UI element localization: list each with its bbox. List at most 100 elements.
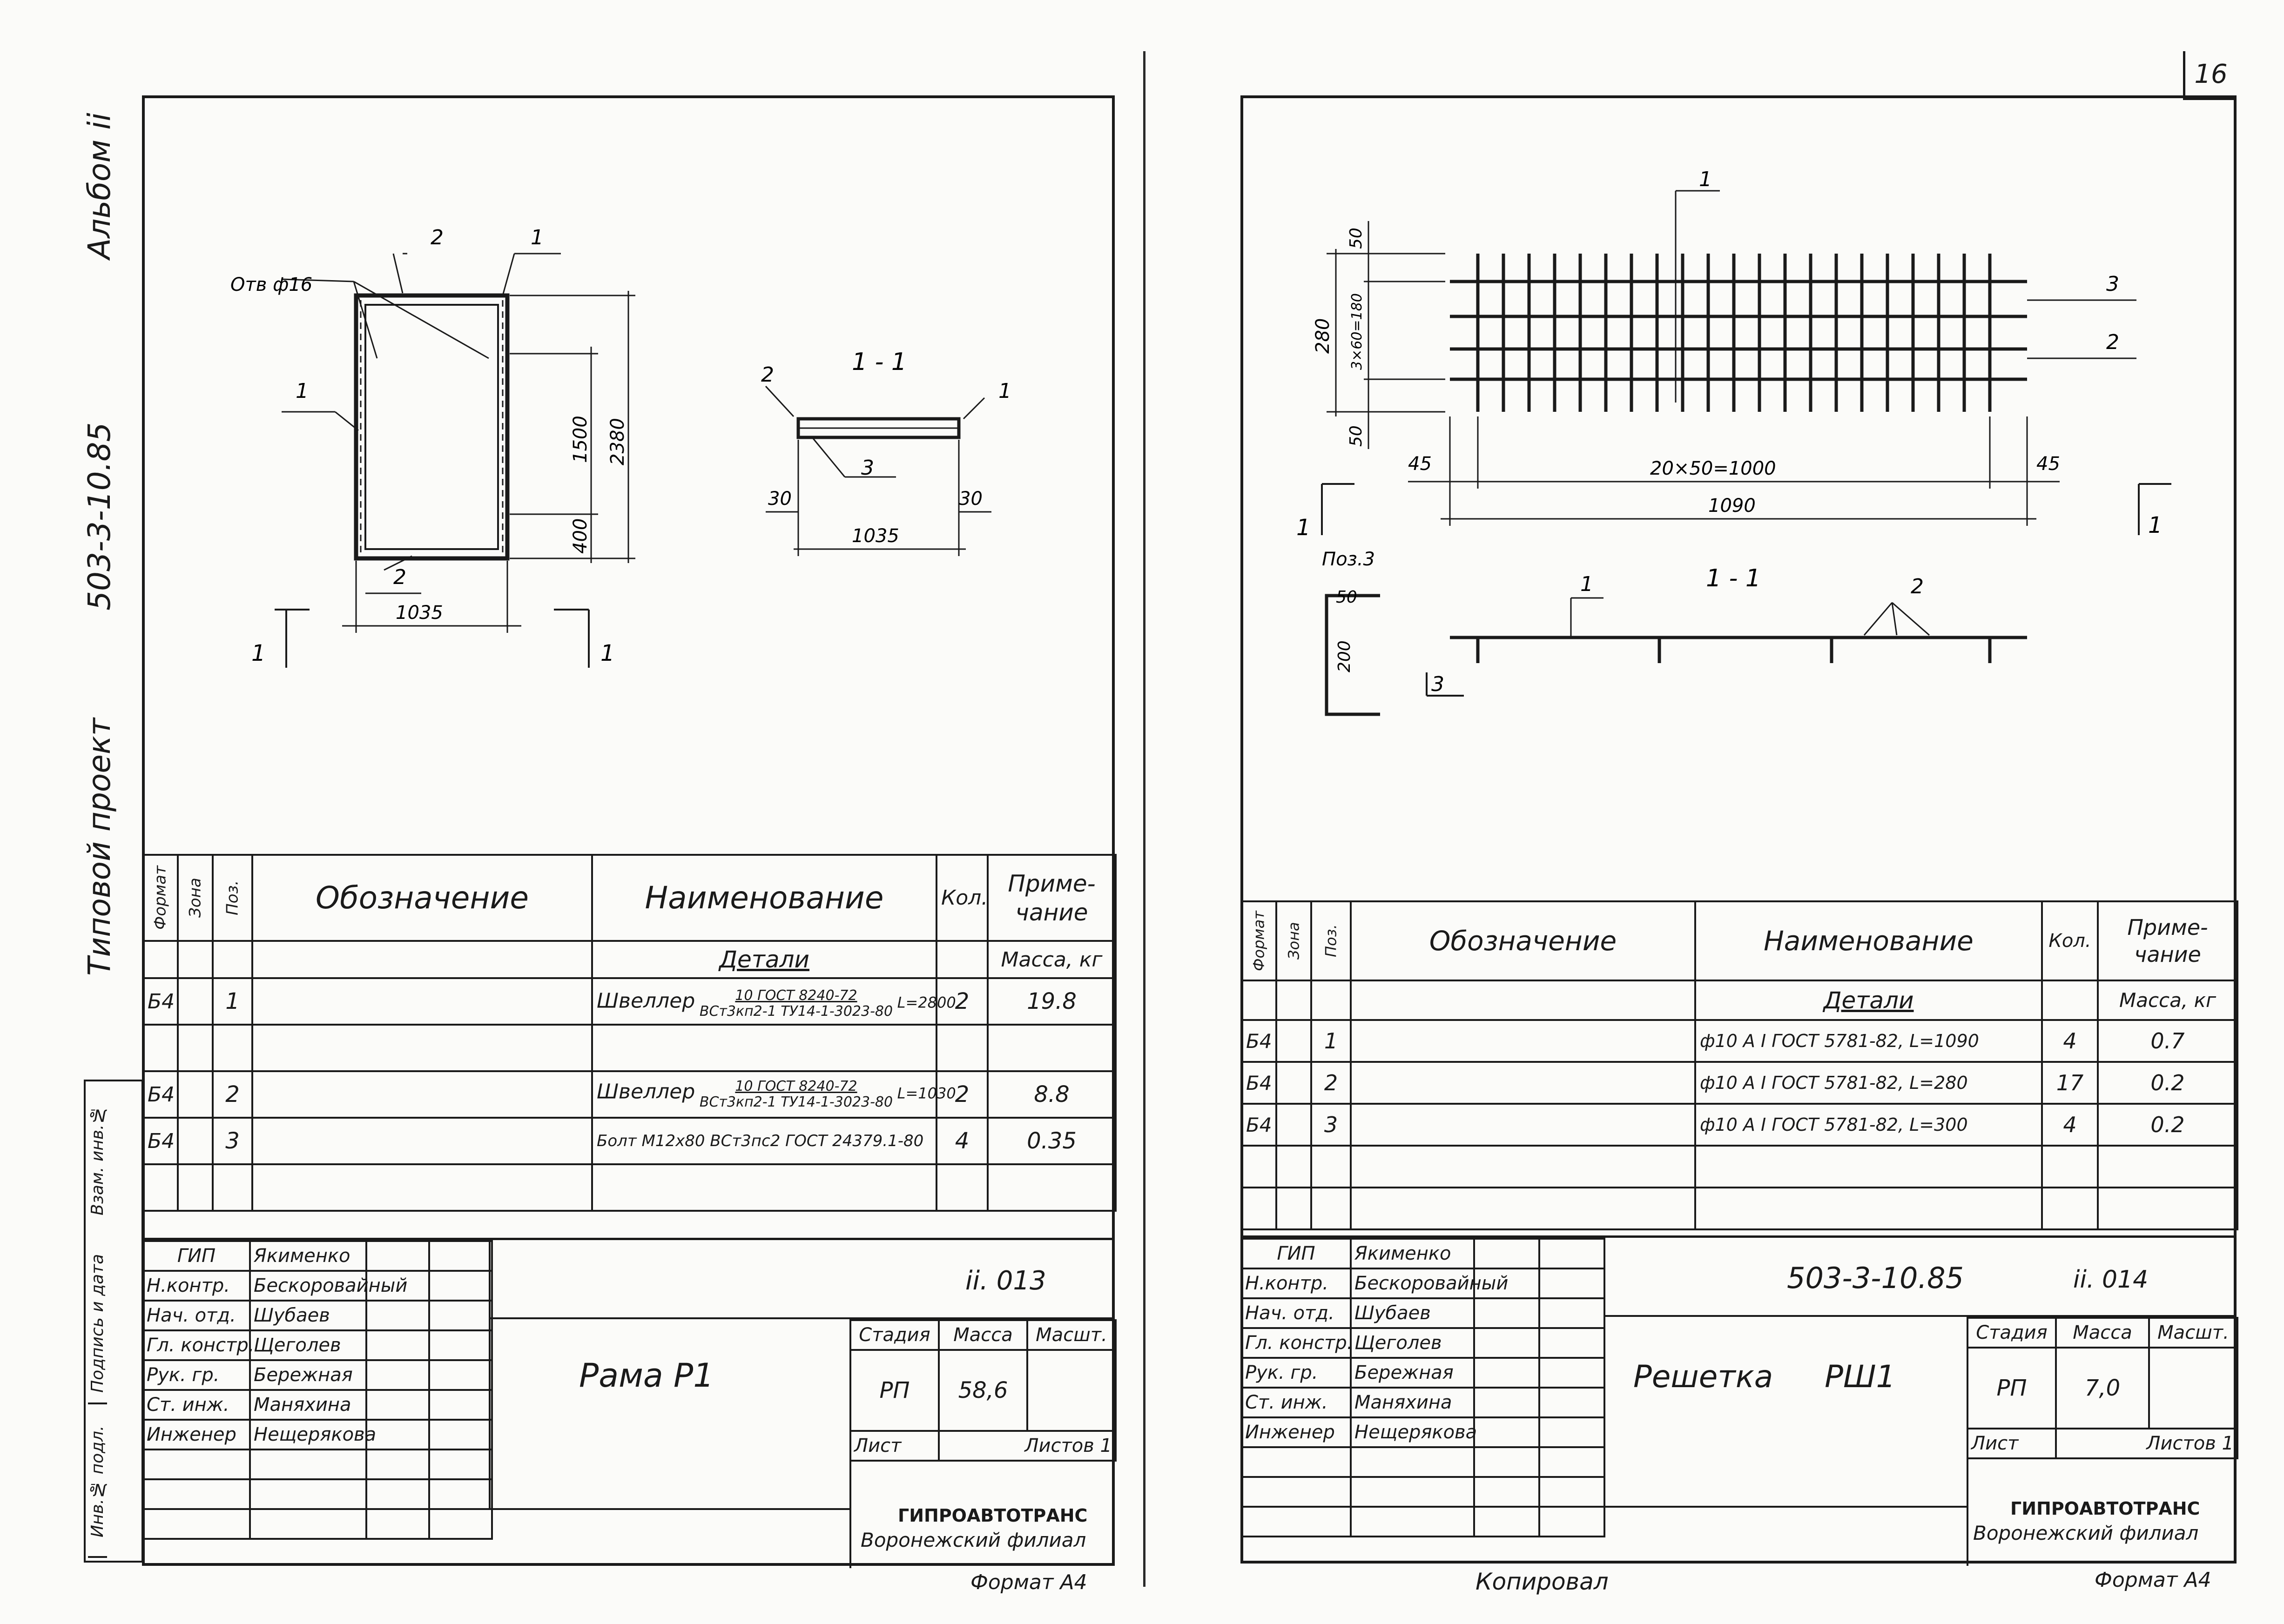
side-field-3: Инв.№ подл. bbox=[88, 1407, 107, 1558]
dim-30b: 30 bbox=[959, 488, 983, 510]
dim-inner: 20×50=1000 bbox=[1650, 458, 1776, 479]
dim-400: 400 bbox=[570, 518, 591, 554]
sheet-label: Лист bbox=[849, 1430, 940, 1462]
table-row: Б4 1 ф10 А I ГОСТ 5781-82, L=1090 4 0.7 bbox=[1240, 1019, 2238, 1063]
row1-format: Б4 bbox=[142, 977, 179, 1026]
r-row3-mass: 0.2 bbox=[2097, 1103, 2238, 1147]
section-mark-a: 1 bbox=[251, 640, 266, 666]
section-pos2: 2 bbox=[761, 363, 774, 387]
name-2: Бескоровайный bbox=[249, 1270, 407, 1302]
r-row2-qty: 17 bbox=[2041, 1061, 2099, 1105]
left-pos1-side: 1 bbox=[296, 379, 309, 403]
r-row1-pos: 1 bbox=[1310, 1019, 1352, 1063]
row2-mass: 8.8 bbox=[987, 1070, 1117, 1119]
section-title: Детали bbox=[591, 940, 937, 979]
dim-50b: 50 bbox=[1347, 425, 1366, 447]
r-row2-name: ф10 А I ГОСТ 5781-82, L=280 bbox=[1694, 1061, 2043, 1105]
right-section-mark-a: 1 bbox=[1296, 515, 1311, 541]
r-row1-format: Б4 bbox=[1240, 1019, 1277, 1063]
row2-qty: 2 bbox=[936, 1070, 989, 1119]
poz3-label: Поз.3 bbox=[1322, 549, 1375, 570]
r-hdr-note: Приме-чание bbox=[2097, 900, 2238, 981]
stage-value: РП bbox=[849, 1349, 940, 1432]
right-sheet-frame bbox=[1240, 95, 2237, 1564]
name-4: Щеголев bbox=[249, 1329, 367, 1361]
r-row3-name: ф10 А I ГОСТ 5781-82, L=300 bbox=[1694, 1103, 2043, 1147]
section-right-pos3: 3 bbox=[1431, 672, 1444, 696]
r-row1-name: ф10 А I ГОСТ 5781-82, L=1090 bbox=[1694, 1019, 2043, 1063]
r-row3-qty: 4 bbox=[2041, 1103, 2099, 1147]
dim-45a: 45 bbox=[1408, 453, 1432, 475]
r-hdr-name: Наименование bbox=[1694, 900, 2043, 981]
sheet-number: 16 bbox=[2194, 59, 2228, 89]
left-spec-table: Формат Зона Поз. Обозначение Наименовани… bbox=[142, 854, 1117, 1212]
section-pos3: 3 bbox=[861, 456, 874, 480]
role-5: Рук. гр. bbox=[142, 1359, 251, 1391]
row3-qty: 4 bbox=[936, 1117, 989, 1165]
left-pos2-bottom: 2 bbox=[393, 565, 406, 589]
dim-280: 280 bbox=[1312, 318, 1334, 354]
row3-format: Б4 bbox=[142, 1117, 179, 1165]
right-pos2: 2 bbox=[2106, 330, 2119, 354]
right-org-2: Воронежский филиал bbox=[1973, 1522, 2199, 1544]
row1-name: Швеллер 10 ГОСТ 8240-72 ВСт3кп2-1 ТУ14-1… bbox=[591, 977, 956, 1026]
r-mass-header: Масса, кг bbox=[2097, 980, 2238, 1021]
row2-name: Швеллер 10 ГОСТ 8240-72 ВСт3кп2-1 ТУ14-1… bbox=[591, 1070, 956, 1119]
r-name-4: Щеголев bbox=[1350, 1327, 1475, 1359]
section-right-pos2: 2 bbox=[1911, 575, 1924, 598]
left-section-title: 1 - 1 bbox=[852, 348, 907, 376]
hdr-zone: Зона bbox=[178, 855, 213, 941]
name-7: Нещерякова bbox=[249, 1419, 376, 1450]
copied-label: Копировал bbox=[1476, 1568, 1609, 1595]
side-code: 503-3-10.85 bbox=[81, 422, 117, 611]
section-dim-width: 1035 bbox=[852, 525, 899, 547]
r-name-5: Бережная bbox=[1350, 1357, 1475, 1389]
r-hdr-pos: Поз. bbox=[1311, 901, 1351, 980]
right-pos1: 1 bbox=[1699, 168, 1712, 191]
right-pos3: 3 bbox=[2106, 272, 2119, 296]
dim-200: 200 bbox=[1335, 640, 1354, 672]
mass-label: Масса bbox=[938, 1319, 1028, 1351]
side-field-1: Взам. инв.№ bbox=[88, 1105, 107, 1216]
left-drawing: 1035 1500 2380 400 Отв ф16 2 1 1 2 1 1 1… bbox=[230, 226, 1011, 668]
stage-label: Стадия bbox=[849, 1319, 940, 1351]
left-org-2: Воронежский филиал bbox=[861, 1529, 1086, 1551]
r-stage-value: РП bbox=[1967, 1347, 2057, 1429]
right-item-name: Решетка РШ1 bbox=[1633, 1359, 1896, 1395]
r-row3-format: Б4 bbox=[1240, 1103, 1277, 1147]
row1-mass: 19.8 bbox=[987, 977, 1117, 1026]
right-spec-table: Формат Зона Поз. Обозначение Наименовани… bbox=[1240, 900, 2238, 1230]
section-pos1: 1 bbox=[998, 379, 1011, 403]
dim-45b: 45 bbox=[2036, 453, 2060, 475]
r-hdr-designation: Обозначение bbox=[1350, 900, 1696, 981]
name-5: Бережная bbox=[249, 1359, 367, 1391]
r-section-title: Детали bbox=[1694, 980, 2043, 1021]
r-role-5: Рук. гр. bbox=[1240, 1357, 1352, 1389]
section-mark-b: 1 bbox=[600, 640, 615, 666]
left-pos2-top: 2 bbox=[431, 226, 444, 249]
r-role-2: Н.контр. bbox=[1240, 1268, 1352, 1299]
right-doc-code: ii. 014 bbox=[2073, 1266, 2149, 1294]
role-7: Инженер bbox=[142, 1419, 251, 1450]
r-row2-mass: 0.2 bbox=[2097, 1061, 2238, 1105]
row1-pos: 1 bbox=[212, 977, 253, 1026]
right-section-title: 1 - 1 bbox=[1706, 564, 1761, 592]
hdr-note: Приме-чание bbox=[987, 854, 1117, 942]
mass-value: 58,6 bbox=[938, 1349, 1028, 1432]
row1-qty: 2 bbox=[936, 977, 989, 1026]
side-field-box: Взам. инв.№ Подпись и дата Инв.№ подл. bbox=[84, 1080, 143, 1563]
table-row: Б4 1 Швеллер 10 ГОСТ 8240-72 ВСт3кп2-1 Т… bbox=[142, 977, 1117, 1026]
role-6: Ст. инж. bbox=[142, 1389, 251, 1421]
role-3: Нач. отд. bbox=[142, 1300, 251, 1331]
hdr-designation: Обозначение bbox=[251, 854, 593, 942]
table-row: Б4 2 Швеллер 10 ГОСТ 8240-72 ВСт3кп2-1 Т… bbox=[142, 1070, 1117, 1119]
r-row1-qty: 4 bbox=[2041, 1019, 2099, 1063]
name-3: Шубаев bbox=[249, 1300, 367, 1331]
r-row3-pos: 3 bbox=[1310, 1103, 1352, 1147]
r-role-3: Нач. отд. bbox=[1240, 1297, 1352, 1329]
r-sheets-label: Листов 1 bbox=[2055, 1428, 2238, 1459]
mass-header: Масса, кг bbox=[987, 940, 1117, 979]
section-right-pos1: 1 bbox=[1580, 572, 1593, 596]
